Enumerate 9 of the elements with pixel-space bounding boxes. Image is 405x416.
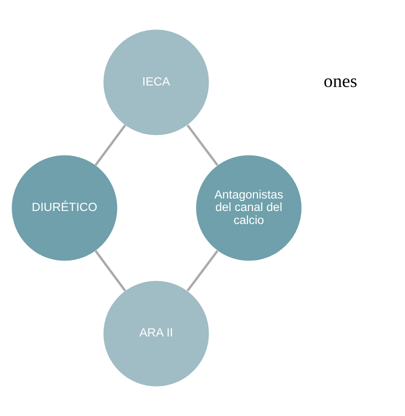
connector [94, 124, 126, 166]
node-circle: DIURÉTICO [12, 155, 118, 261]
connector [186, 250, 218, 292]
label: ones [324, 70, 358, 91]
connector [94, 250, 126, 292]
node-circle: Antagonistas del canal del calcio [196, 155, 302, 261]
node-circle: IECA [103, 30, 209, 136]
connector [186, 124, 218, 166]
node-circle: ARA II [103, 280, 209, 386]
